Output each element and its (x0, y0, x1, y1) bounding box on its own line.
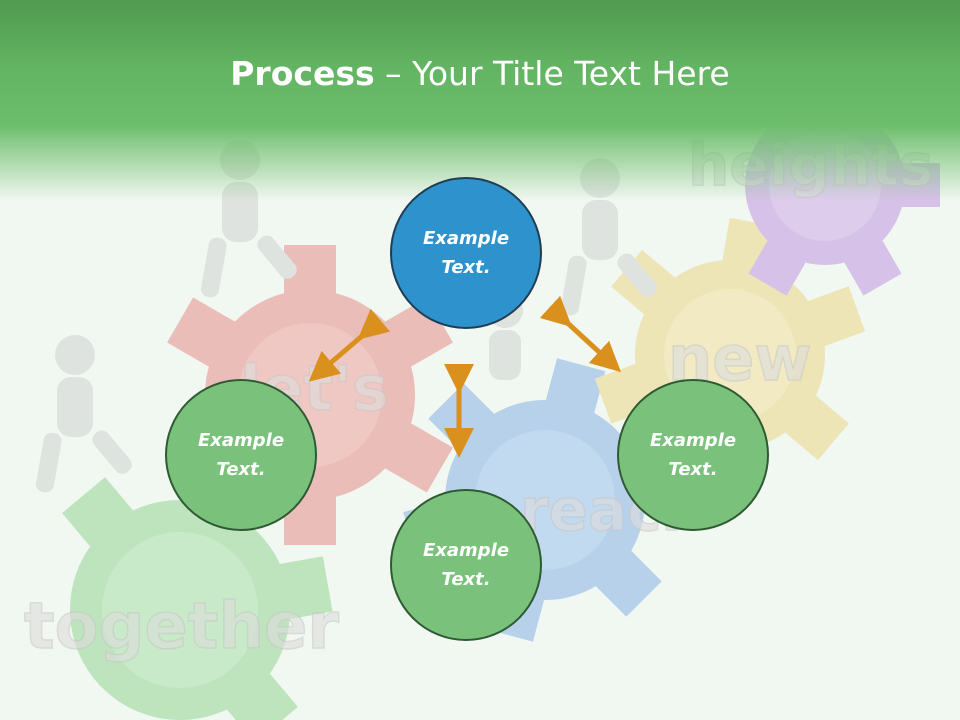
arrow-center-left (308, 308, 391, 382)
arrow-center-right (539, 295, 622, 373)
node-right: Example Text. (617, 379, 769, 531)
node-left-text: Example Text. (197, 430, 285, 480)
title-rest: – Your Title Text Here (374, 54, 730, 93)
node-bottom-text: Example Text. (422, 540, 510, 590)
node-right-text: Example Text. (649, 430, 737, 480)
header-band (0, 0, 960, 200)
background-word-together: together (24, 590, 339, 664)
node-center: Example Text. (390, 177, 542, 329)
node-left: Example Text. (165, 379, 317, 531)
title-bold: Process (230, 54, 375, 93)
slide-title: Process – Your Title Text Here (0, 52, 960, 96)
node-bottom: Example Text. (390, 489, 542, 641)
node-center-text: Example Text. (422, 228, 510, 278)
